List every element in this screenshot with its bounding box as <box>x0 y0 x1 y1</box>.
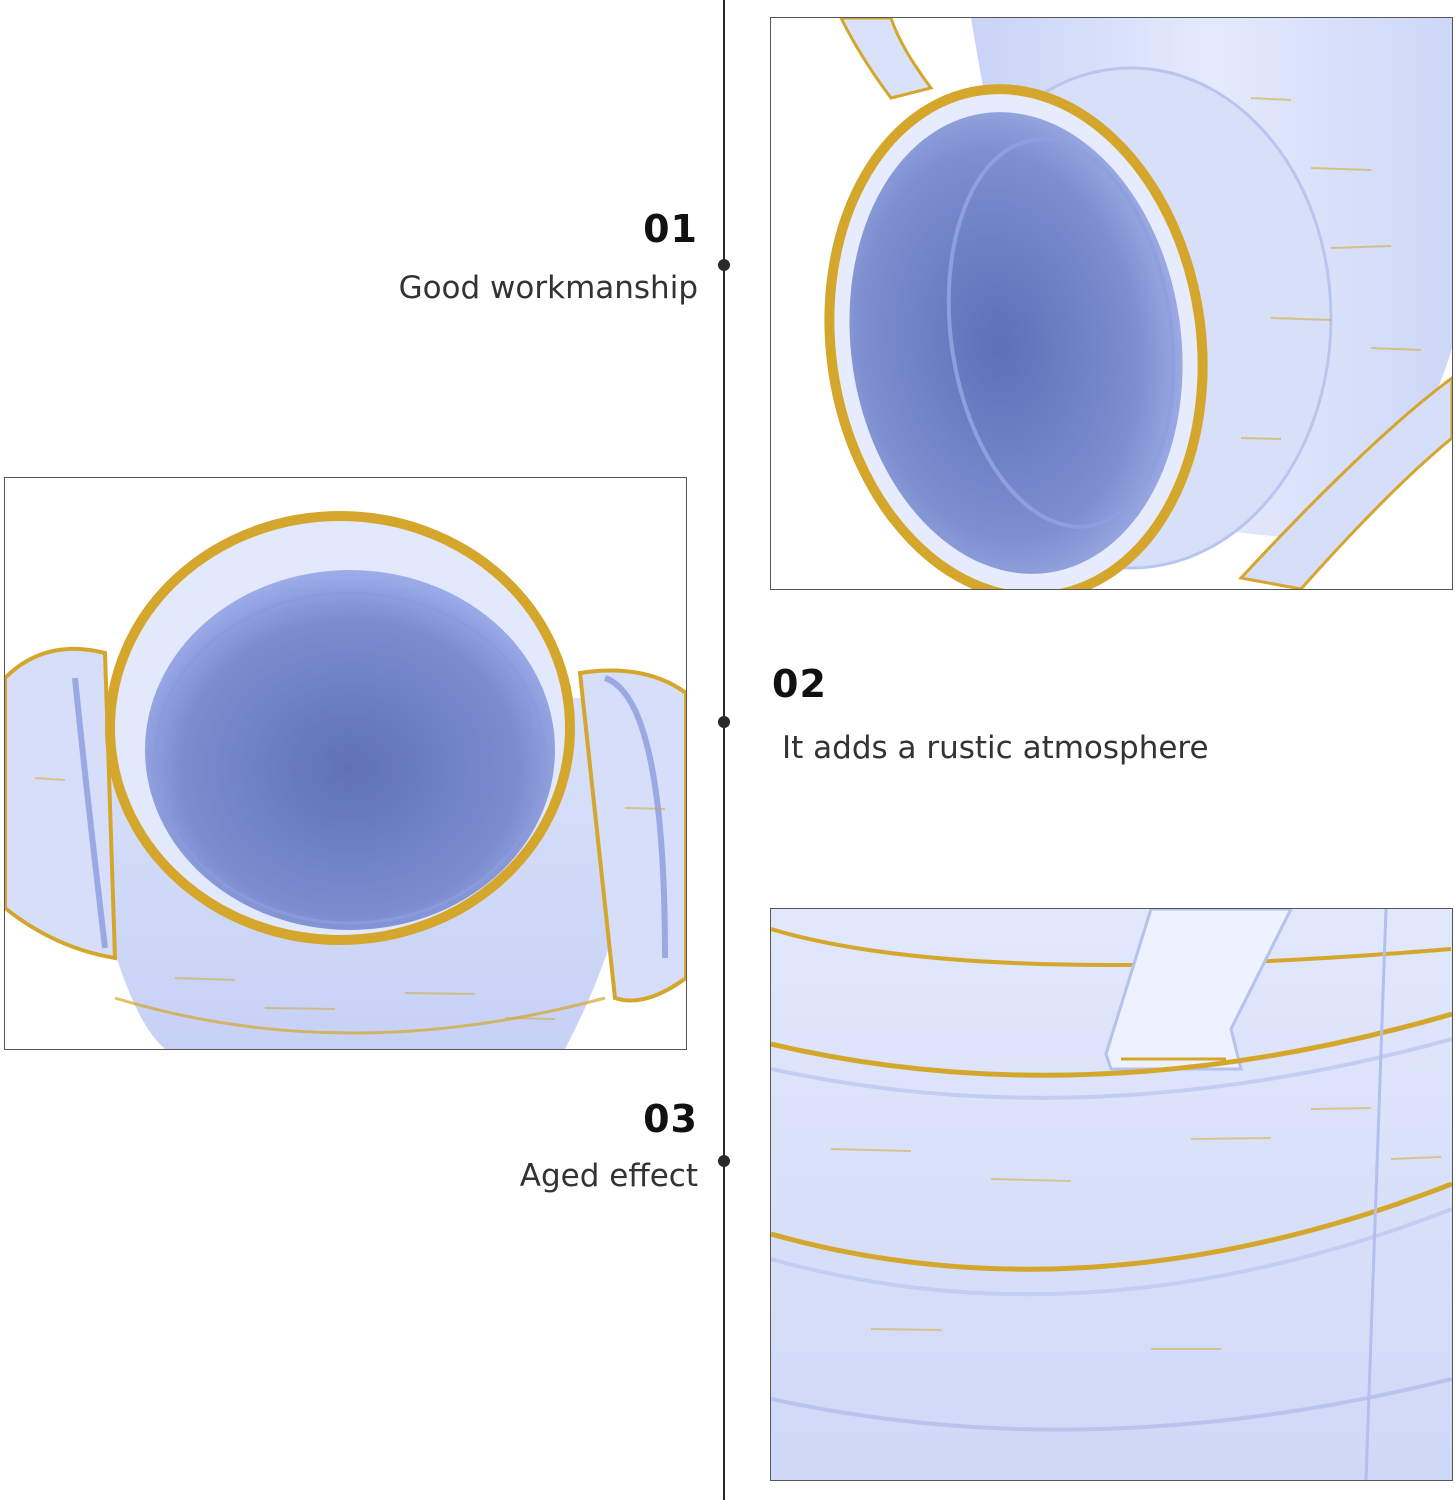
feature-number-02: 02 <box>772 662 827 706</box>
marker-dot-01 <box>718 259 730 271</box>
marker-dot-03 <box>718 1155 730 1167</box>
feature-caption-03: Aged effect <box>519 1158 698 1194</box>
feature-number-03: 03 <box>643 1097 698 1141</box>
product-photo-spout <box>770 17 1453 590</box>
feature-number-01: 01 <box>643 207 698 251</box>
marker-dot-02 <box>718 716 730 728</box>
product-photo-body-closeup <box>770 908 1453 1481</box>
product-photo-top-view <box>4 477 687 1050</box>
center-divider-line <box>723 0 725 1500</box>
feature-caption-02: It adds a rustic atmosphere <box>782 730 1209 766</box>
feature-caption-01: Good workmanship <box>398 270 698 306</box>
